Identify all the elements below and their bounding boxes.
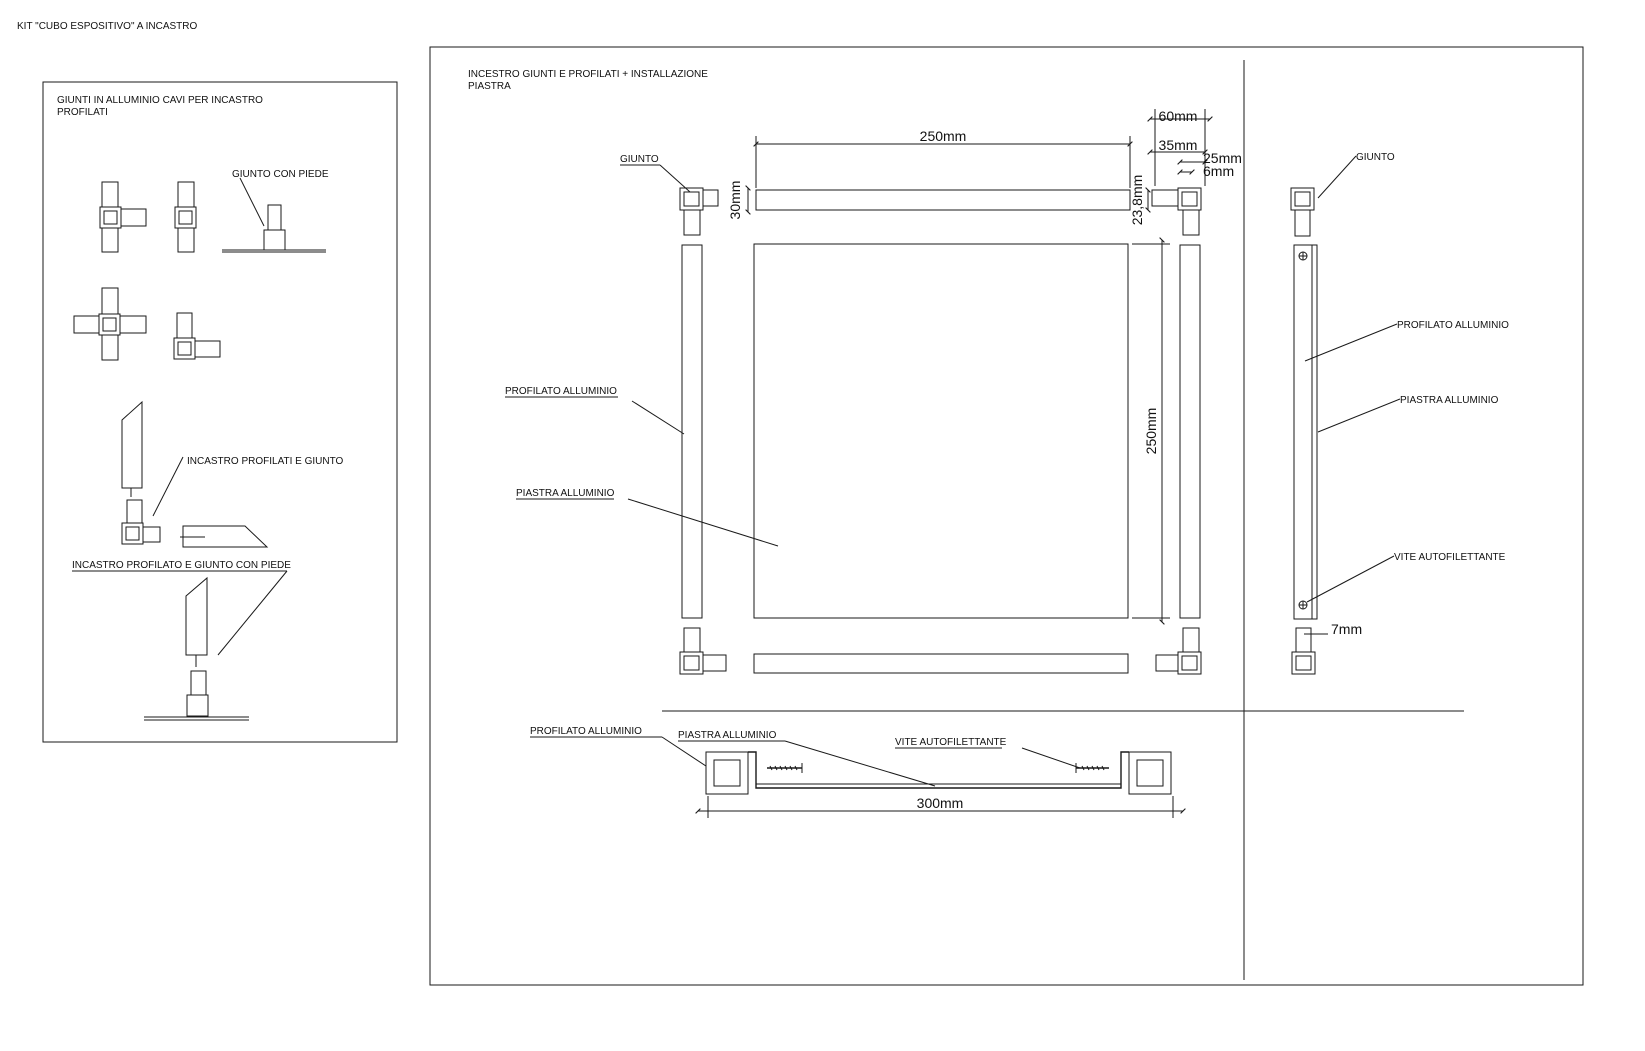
section-label-piastra: PIASTRA ALLUMINIO xyxy=(678,730,777,741)
bottom-profile xyxy=(753,653,1129,674)
joint-bottom-right xyxy=(1155,627,1202,675)
joint-with-foot xyxy=(222,177,326,253)
right-profile xyxy=(1179,244,1201,619)
side-label-vite: VITE AUTOFILETTANTE xyxy=(1394,552,1506,563)
dim-6: 6mm xyxy=(1203,163,1234,179)
left-panel-frame xyxy=(42,81,398,743)
side-label-piastra: PIASTRA ALLUMINIO xyxy=(1400,395,1499,406)
main-panel-title-2: PIASTRA xyxy=(468,81,511,92)
left-panel-title-2: PROFILATI xyxy=(57,107,108,118)
profile-foot-assembly xyxy=(144,570,288,721)
l-joint xyxy=(173,312,221,360)
dim-300: 300mm xyxy=(917,795,964,811)
label-piastra: PIASTRA ALLUMINIO xyxy=(516,488,615,499)
dim-23-8: 23,8mm xyxy=(1129,175,1145,226)
main-panel-title-1: INCESTRO GIUNTI E PROFILATI + INSTALLAZI… xyxy=(468,69,708,80)
screw-left-icon xyxy=(767,763,803,773)
sheet-title: KIT "CUBO ESPOSITIVO" A INCASTRO xyxy=(17,21,198,32)
top-profile xyxy=(755,189,1131,211)
joint-bottom-left xyxy=(679,627,727,675)
label-giunto: GIUNTO xyxy=(620,154,659,165)
section-label-vite: VITE AUTOFILETTANTE xyxy=(895,737,1007,748)
joint-top-right xyxy=(1151,187,1202,236)
side-profile xyxy=(1293,244,1318,620)
left-panel-title-1: GIUNTI IN ALLUMINIO CAVI PER INCASTRO xyxy=(57,95,263,106)
dim-30: 30mm xyxy=(727,181,743,220)
t-joint xyxy=(99,181,147,253)
label-incastro-profilati-giunto: INCASTRO PROFILATI E GIUNTO xyxy=(187,456,344,467)
plate xyxy=(753,243,1129,619)
dim-60: 60mm xyxy=(1159,108,1198,124)
profile-joint-assembly xyxy=(121,400,269,548)
section-plate xyxy=(748,751,1129,789)
side-label-giunto: GIUNTO xyxy=(1356,152,1395,163)
dim-7: 7mm xyxy=(1331,621,1362,637)
dim-top-250: 250mm xyxy=(920,128,967,144)
left-panel: GIUNTI IN ALLUMINIO CAVI PER INCASTRO PR… xyxy=(42,81,398,743)
label-incastro-profilato-piede: INCASTRO PROFILATO E GIUNTO CON PIEDE xyxy=(72,560,291,571)
cross-joint xyxy=(73,287,147,361)
left-profile xyxy=(681,244,703,619)
main-panel: INCESTRO GIUNTI E PROFILATI + INSTALLAZI… xyxy=(429,46,1584,986)
section-view: PROFILATO ALLUMINIO PIASTRA ALLUMINIO VI… xyxy=(530,726,1186,818)
label-profilato: PROFILATO ALLUMINIO xyxy=(505,386,617,397)
side-view: GIUNTO PROFILATO ALLUMINIO PIASTRA ALLUM… xyxy=(1290,152,1509,675)
dim-35: 35mm xyxy=(1159,137,1198,153)
screw-right-icon xyxy=(1075,763,1109,773)
dim-25: 25mm xyxy=(1203,150,1242,166)
dim-side-250: 250mm xyxy=(1143,408,1159,455)
joint-top-left xyxy=(679,187,719,236)
main-panel-frame xyxy=(429,46,1584,986)
label-giunto-con-piede: GIUNTO CON PIEDE xyxy=(232,169,329,180)
straight-joint xyxy=(174,181,197,253)
side-label-profilato: PROFILATO ALLUMINIO xyxy=(1397,320,1509,331)
section-label-profilato: PROFILATO ALLUMINIO xyxy=(530,726,642,737)
